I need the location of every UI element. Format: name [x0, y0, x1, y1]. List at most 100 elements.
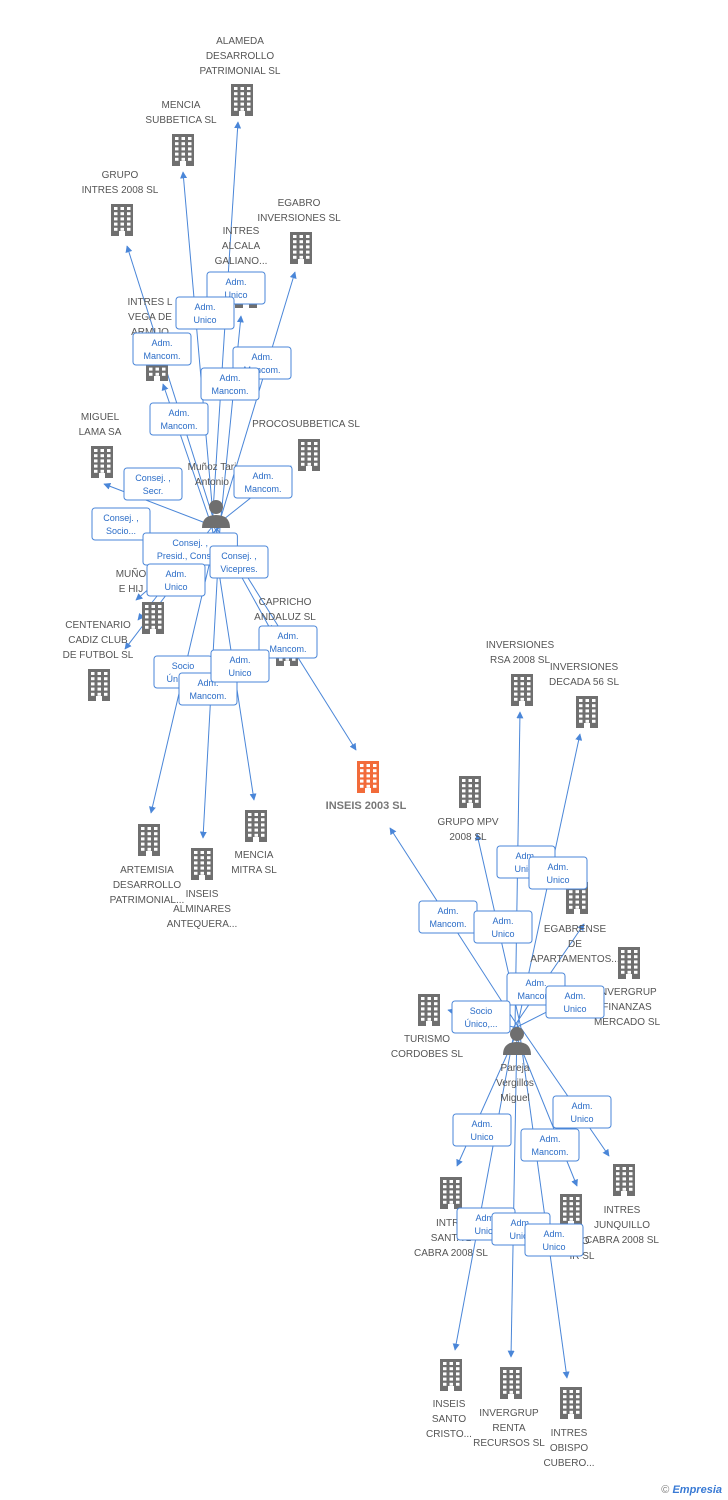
- node-inseis_alm[interactable]: INSEISALMINARESANTEQUERA...: [167, 848, 238, 930]
- edge-role-text: Unico: [542, 1242, 565, 1252]
- node-munoz_hijos[interactable]: MUÑO E HIJ: [116, 567, 164, 634]
- building-icon: [191, 848, 213, 880]
- node-label: RSA 2008 SL: [490, 655, 550, 666]
- edge-role-text: Adm.: [229, 655, 250, 665]
- node-label: ALAMEDA: [216, 36, 264, 47]
- building-icon: [418, 994, 440, 1026]
- edge-role-text: Adm.: [571, 1101, 592, 1111]
- brand-logo[interactable]: Empresia: [672, 1484, 722, 1496]
- edge-label[interactable]: Adm.Mancom.: [132, 332, 192, 366]
- node-label: DE: [568, 939, 582, 950]
- node-inseis_santo[interactable]: INSEISSANTOCRISTO...: [426, 1359, 472, 1440]
- edge-role-text: Mancom.: [244, 484, 281, 494]
- edge-label[interactable]: Adm.Unico: [175, 296, 235, 330]
- building-icon: [298, 439, 320, 471]
- edge-role-text: Adm.: [225, 277, 246, 287]
- building-icon: [91, 446, 113, 478]
- edge-arrow: [125, 245, 217, 528]
- edge-label[interactable]: SocioÚnico,...: [451, 1000, 511, 1034]
- node-label: Miguel: [500, 1093, 529, 1104]
- edge-role-text: Presid., Conse...: [157, 551, 224, 561]
- edge-role-text: Mancom.: [269, 644, 306, 654]
- edge-role-text: Unico: [514, 864, 537, 874]
- node-label: MIGUEL: [81, 412, 120, 423]
- node-label: INSEIS: [186, 889, 219, 900]
- edge-label[interactable]: Adm.Unico: [473, 910, 533, 944]
- node-label: EGABRENSE: [544, 924, 607, 935]
- edge-label[interactable]: Adm.Mancom.: [258, 625, 318, 659]
- node-label: INVERGRUP: [479, 1408, 539, 1419]
- node-egabrense[interactable]: EGABRENSEDEAPARTAMENTOS...: [530, 882, 620, 965]
- edge-label[interactable]: Consej. ,Socio...: [91, 507, 151, 541]
- edge-label[interactable]: Adm. Unico: [210, 649, 270, 683]
- edge-label[interactable]: Adm.Unico: [528, 856, 588, 890]
- node-label: SUBBETICA SL: [145, 115, 217, 126]
- node-label: INTRES: [604, 1205, 641, 1216]
- edge-label[interactable]: Adm.Unico: [552, 1095, 612, 1129]
- node-focus[interactable]: INSEIS 2003 SL: [326, 761, 407, 812]
- node-intres_obispo[interactable]: INTRESOBISPOCUBERO...: [543, 1387, 595, 1469]
- edge-role-text: Único,...: [464, 1019, 497, 1029]
- edge-label[interactable]: Adm.Mancom.: [200, 367, 260, 401]
- node-label: JUNQUILLO: [594, 1220, 650, 1231]
- edge-role-text: Mancom.: [243, 365, 280, 375]
- building-icon: [440, 1359, 462, 1391]
- node-label: ALCALA: [222, 241, 261, 252]
- edge-label[interactable]: Adm.Unico: [545, 985, 605, 1019]
- node-label: RECURSOS SL: [473, 1438, 545, 1449]
- edge-label[interactable]: Adm.Unico: [206, 271, 266, 305]
- edge-label[interactable]: Adm.Mancom.: [233, 465, 293, 499]
- edge-role-text: Unico: [228, 668, 251, 678]
- node-label: IR SL: [569, 1251, 594, 1262]
- edge-role-text: Unico: [509, 1231, 532, 1241]
- node-procosubb[interactable]: PROCOSUBBETICA SL: [252, 419, 360, 471]
- edge-label[interactable]: Adm. Unico: [524, 1223, 584, 1257]
- node-label: ANDALUZ SL: [254, 612, 316, 623]
- edge-label[interactable]: Adm.Unico: [452, 1113, 512, 1147]
- edge-role-text: Adm.: [543, 1229, 564, 1239]
- building-icon: [459, 776, 481, 808]
- node-label: MITRA SL: [231, 865, 277, 876]
- building-icon: [511, 674, 533, 706]
- node-artemisia[interactable]: ARTEMISIADESARROLLOPATRIMONIAL...: [110, 824, 185, 906]
- edge-label[interactable]: Adm.Mancom.: [149, 402, 209, 436]
- edge-arrow: [507, 1027, 518, 1358]
- edge-arrow: [452, 1027, 516, 1351]
- node-label: ALMINARES: [173, 904, 231, 915]
- building-icon: [576, 696, 598, 728]
- edge-label[interactable]: Adm.Unico: [146, 563, 206, 597]
- edge-role-text: Adm.: [151, 338, 172, 348]
- node-label: E HIJ: [119, 584, 143, 595]
- node-label: CUBERO...: [543, 1458, 594, 1469]
- edge-label[interactable]: Adm.Mancom.: [520, 1128, 580, 1162]
- edge-label[interactable]: Adm.Mancom.: [418, 900, 478, 934]
- node-label: MUÑO: [116, 567, 147, 580]
- edge-role-text: Socio: [172, 661, 195, 671]
- node-label: SANTA L: [431, 1233, 472, 1244]
- node-label: ARTEMISIA: [120, 865, 174, 876]
- node-label: VEGA DE: [128, 312, 172, 323]
- edge-label[interactable]: Consej. ,Secr.: [123, 467, 183, 501]
- edge-arrow: [520, 1027, 610, 1157]
- node-label: GALIANO...: [215, 256, 268, 267]
- edge-role-text: Adm.: [475, 1213, 496, 1223]
- edge-label[interactable]: Consej. ,Vicepres.: [209, 545, 269, 579]
- node-label: PATRIMONIAL SL: [200, 66, 281, 77]
